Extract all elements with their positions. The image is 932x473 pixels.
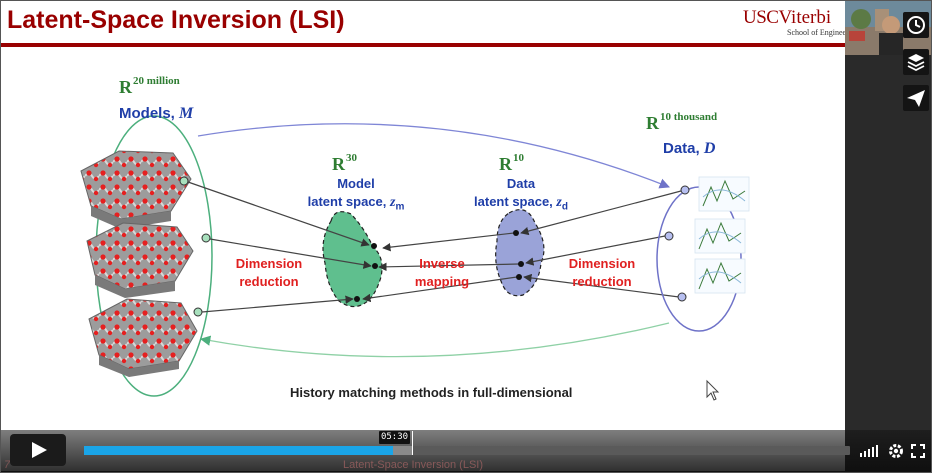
slide: Latent-Space Inversion (LSI) USCViterbi … xyxy=(1,1,845,471)
model-latent-blob xyxy=(322,211,383,308)
data-point xyxy=(664,231,674,241)
latent-point xyxy=(516,274,522,280)
send-icon xyxy=(907,90,925,107)
mapping-arrow xyxy=(187,181,370,247)
data-latent-label: Data latent space, zd xyxy=(474,176,568,213)
inverse-mapping-arrow xyxy=(382,232,515,252)
latent-point xyxy=(354,296,360,302)
lsi-diagram xyxy=(80,115,750,401)
title-rule xyxy=(1,43,845,47)
settings-icon[interactable] xyxy=(887,442,905,460)
volume-icon[interactable] xyxy=(858,443,882,459)
inverse-mapping-arrow xyxy=(378,262,520,272)
slide-title: Latent-Space Inversion (LSI) xyxy=(7,6,345,34)
layers-icon xyxy=(907,54,925,72)
model-point xyxy=(193,307,203,317)
inverse-mapping-arrow xyxy=(362,276,518,303)
model-latent-label: Model latent space, zm xyxy=(307,176,405,213)
dimension-reduction-right-label: Dimension reduction xyxy=(568,256,636,289)
reservoir-model-image xyxy=(88,298,198,377)
data-point xyxy=(680,185,690,195)
mouse-cursor-icon xyxy=(706,379,720,401)
clock-button[interactable] xyxy=(903,12,929,38)
latent-point xyxy=(371,243,377,249)
inverse-mapping-label: Inverse mapping xyxy=(414,256,470,289)
dimension-reduction-left-label: Dimension reduction xyxy=(235,256,303,289)
data-latent-blob xyxy=(495,209,545,297)
mapping-arrow xyxy=(209,238,372,269)
model-point xyxy=(201,233,211,243)
models-space-label: R20 million xyxy=(119,75,180,97)
data-plot-image xyxy=(694,218,746,254)
top-curved-arrow xyxy=(197,123,670,189)
play-button[interactable] xyxy=(10,434,66,466)
bottom-curved-arrow xyxy=(199,322,670,358)
data-point xyxy=(677,292,687,302)
mapping-arrow xyxy=(523,273,680,298)
ghost-slide-title: Latent-Space Inversion (LSI) xyxy=(343,459,484,471)
latent-point xyxy=(372,263,378,269)
share-button[interactable] xyxy=(903,85,929,111)
reservoir-model-image xyxy=(86,222,194,298)
layers-button[interactable] xyxy=(903,49,929,75)
usc-viterbi-logo: USCViterbi School of Engineering xyxy=(743,7,845,37)
ghost-slide-number: 7 xyxy=(4,459,11,471)
model-point xyxy=(179,176,189,186)
progress-played xyxy=(84,446,393,455)
data-space-label: R10 thousand xyxy=(646,111,718,133)
clock-icon xyxy=(907,16,925,34)
mapping-arrow xyxy=(520,190,682,236)
reservoir-model-image xyxy=(80,150,192,229)
play-icon xyxy=(32,442,47,458)
fullscreen-icon[interactable] xyxy=(910,443,926,459)
mapping-arrow xyxy=(525,235,666,266)
data-plot-image xyxy=(694,258,746,294)
latent-point xyxy=(518,261,524,267)
seek-handle[interactable] xyxy=(412,431,413,455)
progress-bar[interactable] xyxy=(84,446,850,455)
data-latent-space-label: R10 xyxy=(499,152,524,174)
models-label: Models, M xyxy=(119,105,194,122)
model-latent-space-label: R30 xyxy=(332,152,357,174)
time-tooltip: 05:30 xyxy=(379,431,410,444)
sidebar-panel xyxy=(845,1,931,471)
data-plot-image xyxy=(698,176,750,212)
data-label: Data, D xyxy=(663,140,716,157)
latent-point xyxy=(513,230,519,236)
slide-caption: History matching methods in full-dimensi… xyxy=(290,385,573,400)
mapping-arrow xyxy=(201,295,354,313)
